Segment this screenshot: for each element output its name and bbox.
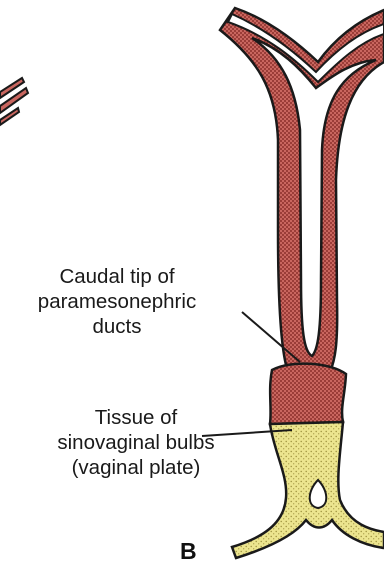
sinovaginal-label-line-1: Tissue of: [14, 405, 258, 430]
sinovaginal-label-line-2: sinovaginal bulbs: [14, 430, 258, 455]
caudal-tip-label-line-3: ducts: [0, 314, 240, 339]
panel-label: B: [180, 538, 197, 565]
paramesonephric-ducts: [220, 8, 384, 389]
caudal-tip-region: [270, 364, 346, 424]
sinovaginal-label-line-3: (vaginal plate): [14, 455, 258, 480]
adjacent-structure-fragment: [0, 78, 28, 125]
caudal-tip-label-line-1: Caudal tip of: [0, 264, 240, 289]
caudal-tip-label-line-2: paramesonephric: [0, 289, 240, 314]
sinovaginal-label: Tissue of sinovaginal bulbs (vaginal pla…: [14, 405, 258, 480]
caudal-tip-label: Caudal tip of paramesonephric ducts: [0, 264, 240, 339]
